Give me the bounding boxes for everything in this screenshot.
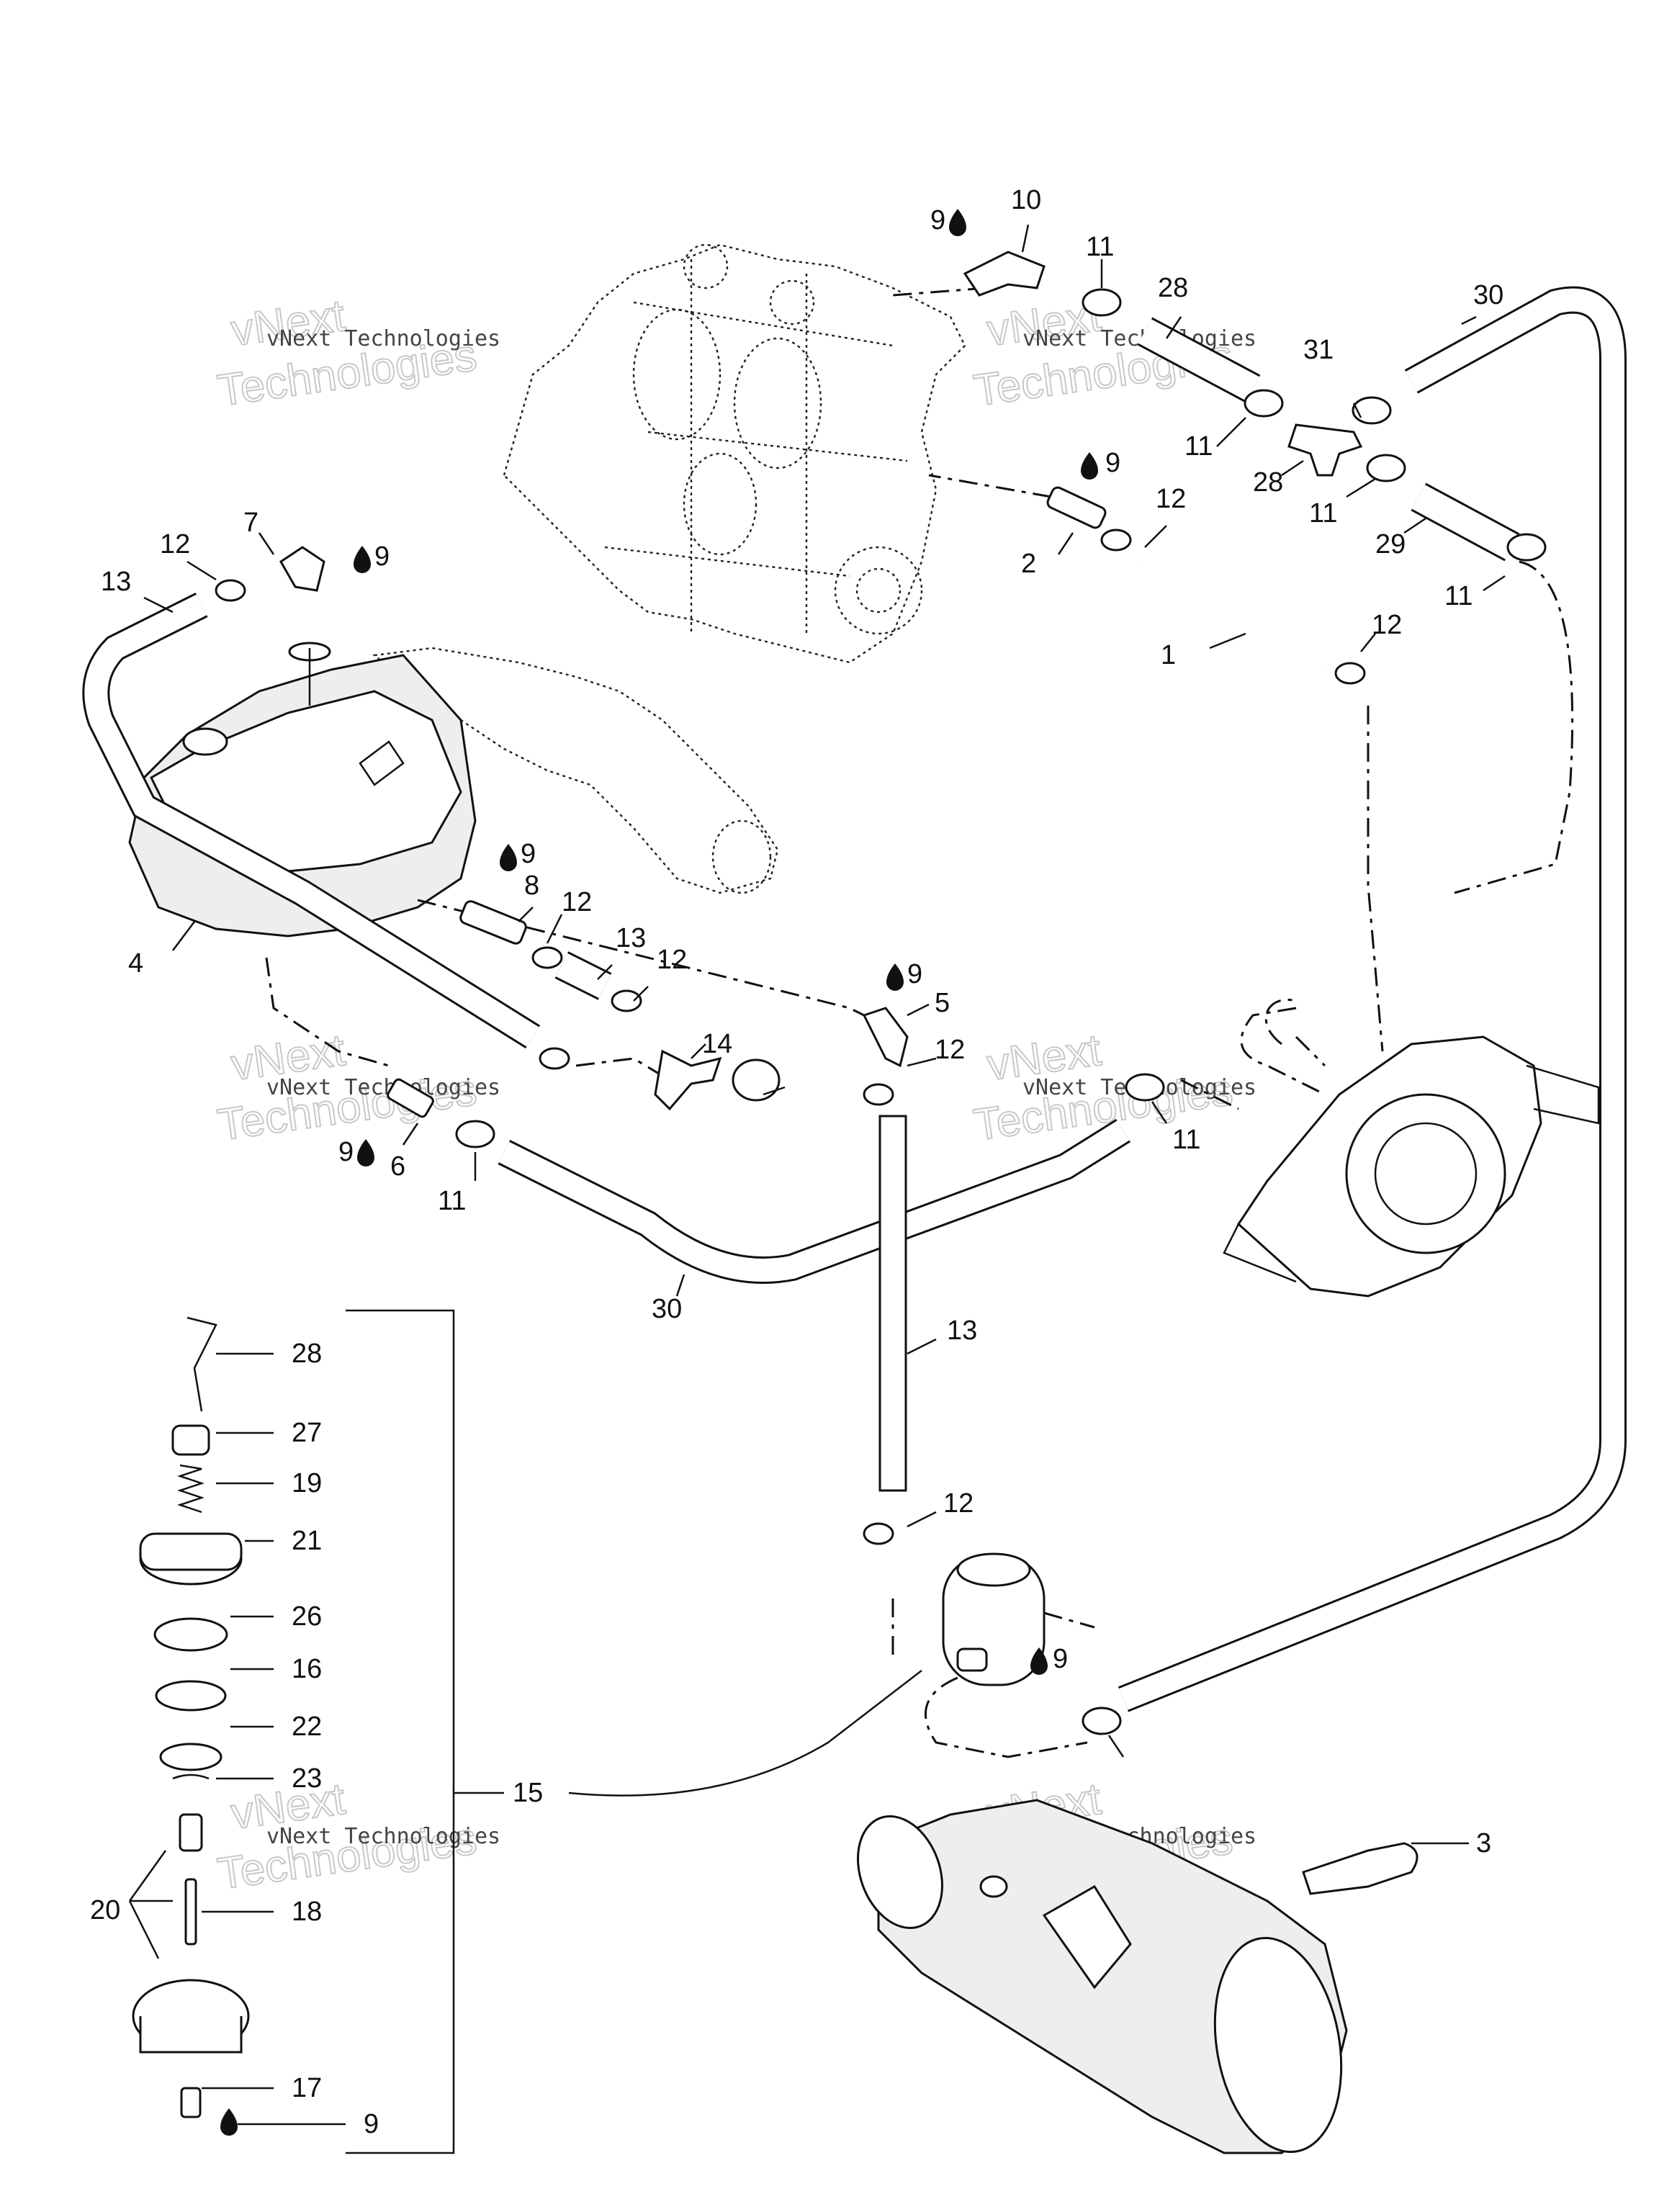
callout-23: 23 (292, 1763, 322, 1794)
callout-14: 14 (702, 1029, 732, 1059)
callout-11: 11 (438, 1186, 466, 1216)
muffler-left (128, 642, 477, 938)
callout-29: 30 (1473, 280, 1503, 310)
oil-drop-icon (357, 1139, 374, 1166)
callout-11: 11 (1444, 581, 1473, 611)
callout-9: 9 (338, 1137, 354, 1167)
callout-13: 13 (616, 923, 646, 953)
oil-drop-icon (500, 844, 517, 871)
callout-11: 11 (1184, 431, 1213, 462)
callout-8: 8 (524, 871, 539, 901)
leader-lines (128, 224, 1506, 2154)
oil-drop-icons (220, 209, 1098, 2136)
vent-valve (942, 1552, 1046, 1686)
callout-9: 9 (907, 959, 922, 989)
callout-9: 9 (1053, 1644, 1068, 1674)
valve-assembly-exploded (132, 1316, 250, 2118)
watermark-text: vNext Technologies (266, 1075, 500, 1100)
callout-11: 11 (1172, 1125, 1200, 1155)
watermark-text: vNext Technologies (266, 326, 500, 351)
callout-21: 21 (292, 1526, 322, 1556)
callout-13: 13 (947, 1316, 977, 1346)
oil-drop-icon (886, 963, 904, 991)
transom-outlet (1223, 999, 1600, 1298)
callout-9: 9 (374, 541, 390, 572)
callout-28: 30 (652, 1294, 682, 1324)
flow-lines (265, 287, 1574, 1797)
callout-12: 12 (562, 887, 592, 917)
fittings (215, 251, 1547, 1895)
callout-28: 28 (1158, 273, 1188, 303)
watermark-text: vNext Technologies (266, 1824, 500, 1849)
callout-12: 12 (1156, 484, 1186, 514)
engine-block (503, 243, 966, 664)
callout-12: 12 (943, 1488, 974, 1519)
callout-10: 10 (1011, 185, 1041, 215)
callout-9: 9 (364, 2109, 379, 2139)
callout-13: 13 (101, 567, 131, 597)
callout-15: 15 (513, 1778, 543, 1808)
callout-25: 27 (292, 1418, 322, 1448)
callout-12: 12 (935, 1035, 965, 1065)
callout-5: 5 (935, 988, 950, 1018)
callout-12: 12 (657, 945, 687, 975)
resonator (857, 1799, 1348, 2154)
callout-7: 7 (243, 508, 258, 538)
callout-12: 12 (1372, 610, 1402, 640)
jet-pump (372, 647, 779, 894)
callout-26: 28 (292, 1339, 322, 1369)
callout-11: 11 (1086, 232, 1114, 262)
hoses (82, 286, 1627, 1712)
oil-drop-icon (949, 209, 966, 236)
callout-4: 4 (128, 948, 143, 979)
callout-labels: 9 10 11 28 30 31 11 28 9 12 11 29 2 11 1… (90, 185, 1503, 2139)
callout-6: 6 (390, 1151, 405, 1182)
oil-drop-icon (354, 546, 371, 573)
watermark-text: vNext Technologies (1022, 326, 1256, 351)
oil-drop-icon (1081, 452, 1098, 480)
callout-1: 1 (1161, 640, 1176, 670)
callout-28: 29 (1375, 529, 1406, 559)
callout-17: 17 (292, 2073, 322, 2103)
callout-9: 9 (1105, 448, 1120, 478)
callout-3: 3 (1476, 1828, 1491, 1858)
oil-drop-icon (1030, 1647, 1048, 1675)
callout-20: 20 (90, 1895, 120, 1925)
callout-18: 18 (292, 1897, 322, 1927)
callout-22: 22 (292, 1712, 322, 1742)
callout-12: 12 (160, 529, 190, 559)
callout-19: 19 (292, 1468, 322, 1498)
callout-9: 9 (521, 839, 536, 869)
oil-drop-icon (220, 2108, 238, 2136)
callout-9: 9 (930, 205, 945, 235)
callout-2: 2 (1021, 549, 1036, 579)
callout-11: 11 (1309, 498, 1337, 529)
callout-30: 31 (1303, 335, 1334, 365)
callout-16: 16 (292, 1654, 322, 1684)
callout-24: 26 (292, 1601, 322, 1632)
callout-27: 28 (1253, 467, 1283, 498)
